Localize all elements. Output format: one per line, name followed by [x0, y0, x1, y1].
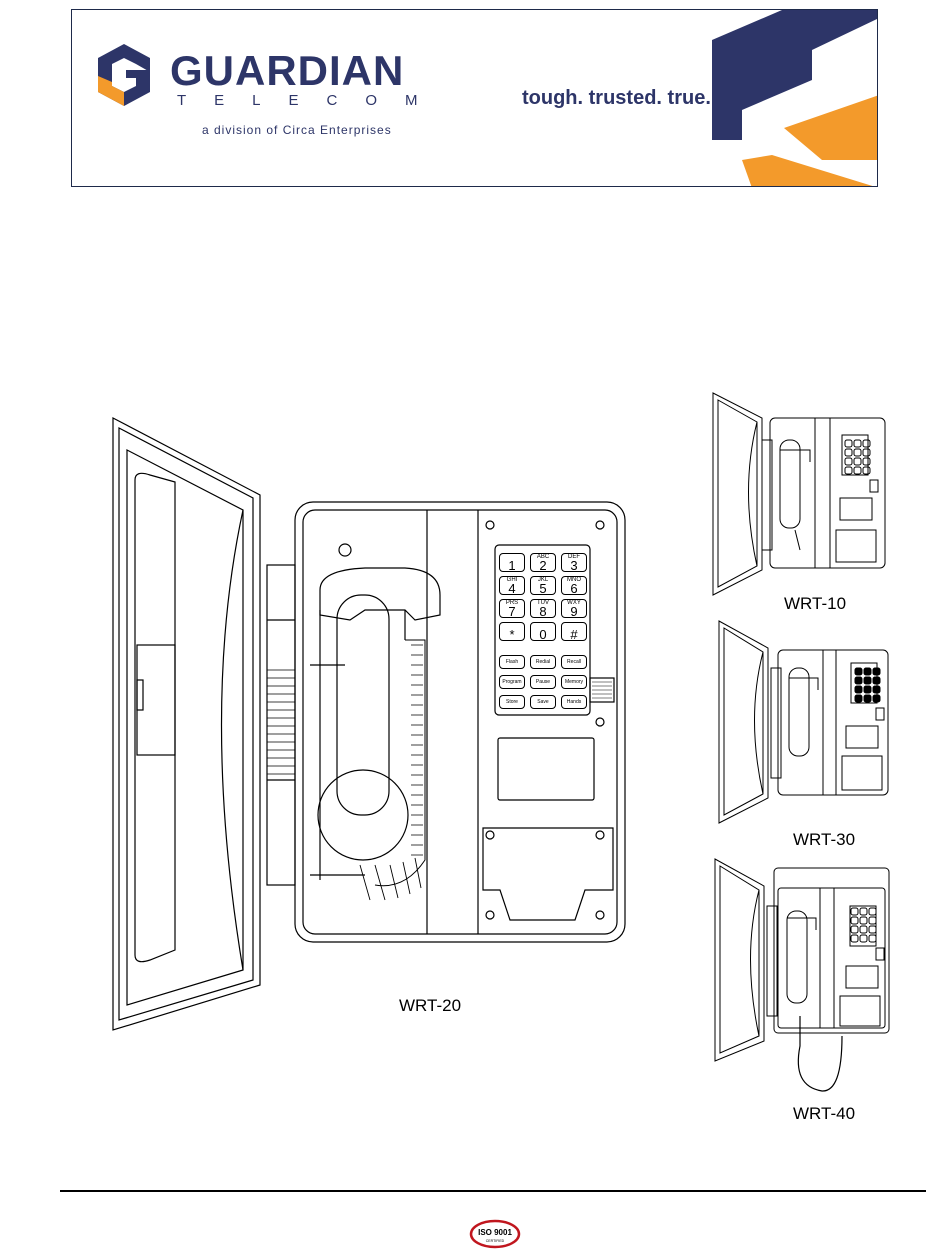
iso-text: ISO 9001	[478, 1228, 512, 1237]
mini-key	[864, 686, 871, 693]
mini-key	[845, 449, 852, 456]
mini-key	[863, 467, 870, 474]
header-banner: GUARDIAN TELECOM a division of Circa Ent…	[71, 9, 878, 187]
mini-key	[873, 668, 880, 675]
mini-key	[854, 458, 861, 465]
mini-key	[869, 926, 876, 933]
mini-key	[860, 917, 867, 924]
mini-keypad-icon	[853, 666, 883, 708]
wrt-40-drawing	[712, 856, 892, 1101]
mini-key	[851, 917, 858, 924]
keypad-key-number: 9	[562, 606, 586, 618]
mini-key	[855, 668, 862, 675]
keypad-key: 0	[530, 622, 556, 641]
wrt-30-drawing	[716, 618, 896, 828]
keypad-key-number: 0	[531, 629, 555, 641]
mini-key	[851, 935, 858, 942]
division-text: a division of Circa Enterprises	[202, 123, 392, 137]
mini-key	[851, 926, 858, 933]
mini-key	[851, 908, 858, 915]
function-key: Memory	[561, 675, 587, 689]
iso-subtext: CERTIFIED	[486, 1239, 505, 1243]
function-key: Program	[499, 675, 525, 689]
function-key: Pause	[530, 675, 556, 689]
keypad-key: 1	[499, 553, 525, 572]
mini-key	[863, 440, 870, 447]
figure-label-wrt-10: WRT-10	[784, 594, 846, 614]
mini-key	[863, 458, 870, 465]
keypad-key-number: 8	[531, 606, 555, 618]
mini-key	[855, 695, 862, 702]
function-key: Flash	[499, 655, 525, 669]
function-key: Store	[499, 695, 525, 709]
mini-key	[863, 449, 870, 456]
footer-rule	[60, 1190, 926, 1192]
mini-key	[873, 686, 880, 693]
mini-key	[864, 677, 871, 684]
function-key: Hands	[561, 695, 587, 709]
figure-label-wrt-20: WRT-20	[399, 996, 461, 1016]
keypad-key: *	[499, 622, 525, 641]
mini-key	[869, 917, 876, 924]
mini-key	[860, 908, 867, 915]
mini-key	[854, 449, 861, 456]
mini-key	[869, 908, 876, 915]
keypad-key-number: 5	[531, 583, 555, 595]
mini-key	[855, 677, 862, 684]
function-key: Save	[530, 695, 556, 709]
mini-key	[845, 440, 852, 447]
tagline: tough. trusted. true.	[522, 87, 711, 110]
keypad-key-number: 4	[500, 583, 524, 595]
mini-key	[864, 695, 871, 702]
iso-9001-logo: ISO 9001 CERTIFIED	[469, 1219, 521, 1249]
wrt-20-drawing	[105, 410, 635, 1040]
mini-key	[854, 467, 861, 474]
function-key: Redial	[530, 655, 556, 669]
mini-key	[873, 677, 880, 684]
mini-key	[855, 686, 862, 693]
keypad-key-number: #	[562, 629, 586, 641]
mini-key	[873, 695, 880, 702]
mini-keypad-icon	[849, 906, 879, 948]
keypad-key-number: 1	[500, 560, 524, 572]
mini-key	[854, 440, 861, 447]
guardian-logo-icon	[96, 42, 152, 108]
mini-key	[860, 926, 867, 933]
keypad-key-number: 3	[562, 560, 586, 572]
mini-key	[864, 668, 871, 675]
wrt-10-drawing	[710, 390, 890, 600]
figure-label-wrt-40: WRT-40	[793, 1104, 855, 1124]
decorative-corner-graphic	[712, 10, 878, 187]
keypad-key-number: *	[500, 629, 524, 641]
brand-name: GUARDIAN	[170, 47, 404, 95]
mini-key	[845, 467, 852, 474]
mini-key	[869, 935, 876, 942]
keypad-key: #	[561, 622, 587, 641]
mini-key	[845, 458, 852, 465]
mini-key	[860, 935, 867, 942]
figure-label-wrt-30: WRT-30	[793, 830, 855, 850]
keypad-key-number: 6	[562, 583, 586, 595]
function-key: Recall	[561, 655, 587, 669]
keypad-key-number: 2	[531, 560, 555, 572]
brand-subtitle: TELECOM	[177, 92, 447, 109]
mini-keypad-icon	[843, 438, 873, 480]
keypad-key-number: 7	[500, 606, 524, 618]
